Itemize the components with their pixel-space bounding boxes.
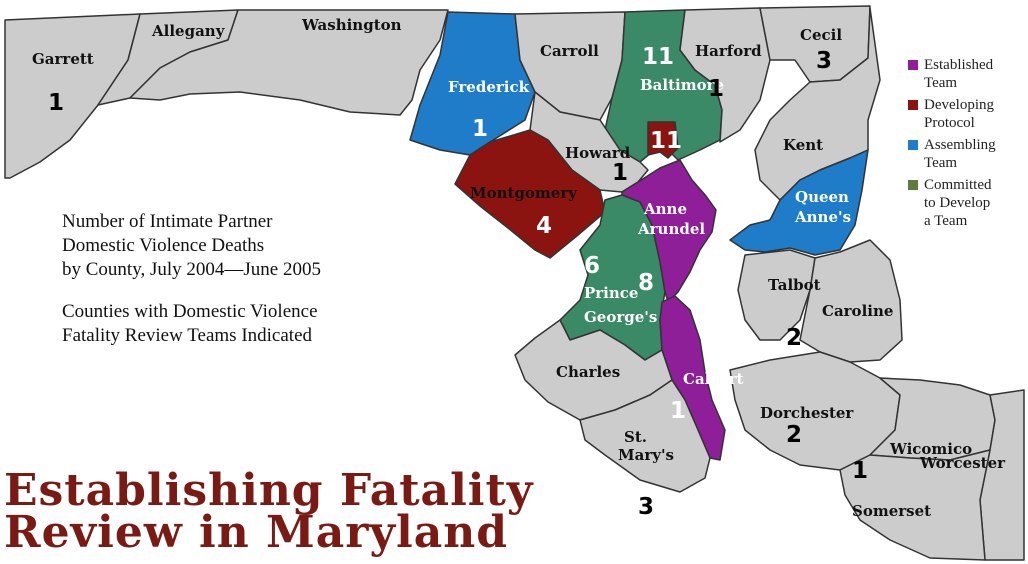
label-garrett: Garrett: [32, 50, 94, 68]
label-worcester: Worcester: [919, 454, 1006, 472]
legend-label: Protocol: [924, 115, 975, 131]
count-anne-arundel: 8: [638, 270, 654, 296]
count-st-marys: 3: [638, 494, 654, 520]
label-prince-georges-2: George's: [584, 308, 657, 326]
count-frederick: 1: [472, 116, 488, 142]
legend-item-assembling: Assembling Team: [906, 136, 1026, 172]
legend-label: Established: [924, 57, 994, 73]
legend-label: Team: [924, 75, 958, 91]
label-calvert: Calvert: [683, 370, 744, 388]
label-queen-annes-2: Anne's: [794, 208, 851, 226]
count-dorchester: 2: [786, 422, 802, 448]
label-kent: Kent: [783, 136, 823, 154]
label-anne-arundel-2: Arundel: [637, 220, 705, 238]
legend-label: Team: [924, 155, 958, 171]
count-baltimore: 11: [642, 44, 674, 70]
label-washington: Washington: [301, 16, 402, 34]
intro-line: Domestic Violence Deaths: [62, 235, 265, 256]
legend-label: Committed: [924, 177, 992, 193]
label-st-marys-1: St.: [624, 428, 647, 446]
label-montgomery: Montgomery: [470, 184, 578, 202]
label-howard: Howard: [565, 144, 631, 162]
page-title: Establishing Fatality Review in Maryland: [4, 465, 534, 558]
intro-note-line: Counties with Domestic Violence: [62, 301, 318, 322]
count-baltimore-city: 11: [650, 128, 682, 154]
intro-line: by County, July 2004—June 2005: [62, 259, 321, 280]
label-allegany: Allegany: [151, 22, 226, 40]
label-anne-arundel-1: Anne: [643, 200, 687, 218]
label-caroline: Caroline: [822, 302, 893, 320]
county-caroline[interactable]: [799, 239, 903, 363]
intro-note: Counties with Domestic Violence Fatality…: [62, 300, 318, 348]
count-calvert: 1: [670, 398, 686, 424]
county-somerset[interactable]: [839, 449, 991, 561]
county-anne-arundel[interactable]: [621, 159, 717, 303]
county-st-marys[interactable]: [579, 379, 711, 493]
count-wicomico: 1: [852, 458, 868, 484]
label-baltimore: Baltimore: [640, 76, 724, 94]
count-prince-georges: 6: [584, 253, 600, 279]
label-prince-georges-1: Prince: [584, 284, 638, 302]
title-line: Establishing Fatality: [4, 465, 534, 516]
count-howard: 1: [612, 160, 628, 186]
legend-swatch-committed: [908, 180, 918, 190]
legend-item-developing: Developing Protocol: [906, 96, 1026, 132]
legend-label: Assembling: [924, 137, 996, 153]
count-garrett: 1: [48, 90, 64, 116]
label-wicomico: Wicomico: [889, 440, 972, 458]
county-queen-annes[interactable]: [729, 149, 869, 256]
count-cecil: 3: [816, 48, 832, 74]
legend-item-established: Established Team: [906, 56, 1026, 92]
label-carroll: Carroll: [540, 42, 599, 60]
count-montgomery: 4: [536, 213, 552, 239]
intro-caption: Number of Intimate Partner Domestic Viol…: [62, 210, 321, 282]
count-talbot: 2: [786, 325, 802, 351]
intro-note-line: Fatality Review Teams Indicated: [62, 325, 312, 346]
county-kent[interactable]: [754, 7, 881, 201]
map-legend: Established Team Developing Protocol Ass…: [906, 56, 1026, 234]
legend-label: Developing: [924, 97, 994, 113]
label-talbot: Talbot: [768, 276, 821, 294]
county-talbot[interactable]: [737, 249, 816, 341]
count-harford: 1: [708, 76, 724, 102]
legend-swatch-assembling: [908, 140, 918, 150]
legend-label: to Develop: [924, 195, 991, 211]
label-charles: Charles: [556, 363, 620, 381]
county-montgomery[interactable]: [454, 129, 606, 259]
label-queen-annes-1: Queen: [795, 188, 849, 206]
county-baltimore-city[interactable]: [647, 121, 679, 159]
intro-line: Number of Intimate Partner: [62, 211, 273, 232]
legend-swatch-developing: [908, 100, 918, 110]
label-dorchester: Dorchester: [760, 404, 854, 422]
label-frederick: Frederick: [448, 78, 530, 96]
legend-label: a Team: [924, 213, 968, 229]
title-line: Review in Maryland: [4, 507, 508, 558]
legend-swatch-established: [908, 60, 918, 70]
legend-item-committed: Committed to Develop a Team: [906, 176, 1026, 230]
county-washington[interactable]: [129, 9, 449, 116]
label-cecil: Cecil: [800, 26, 842, 44]
label-harford: Harford: [695, 42, 762, 60]
label-somerset: Somerset: [852, 502, 931, 520]
label-st-marys-2: Mary's: [618, 446, 674, 464]
